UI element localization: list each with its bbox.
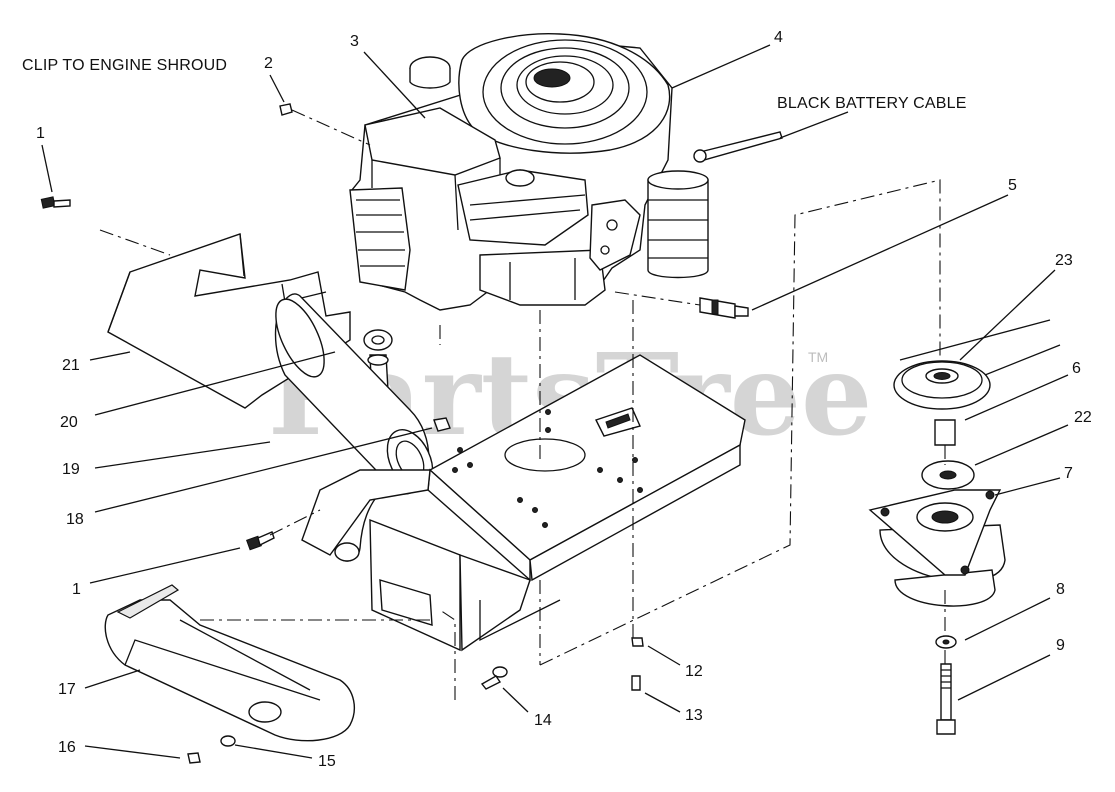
callout-4: 4 <box>774 29 783 46</box>
callout-17: 17 <box>58 681 76 698</box>
washer-part-15 <box>220 735 236 747</box>
clutch-part-7 <box>868 489 1006 607</box>
shaft-part-6 <box>934 419 956 446</box>
frame-plate <box>301 354 746 652</box>
caption-clip-to-engine-shroud: CLIP TO ENGINE SHROUD <box>22 57 227 74</box>
pulley-part-23 <box>893 319 1061 410</box>
callout-19: 19 <box>62 461 80 478</box>
callout-18: 18 <box>66 511 84 528</box>
callout-23: 23 <box>1055 252 1073 269</box>
callout-16: 16 <box>58 739 76 756</box>
nut-part-12 <box>631 637 644 647</box>
callout-1-bottom: 1 <box>72 581 81 598</box>
callout-8: 8 <box>1056 581 1065 598</box>
washer-part-8 <box>935 635 957 649</box>
callout-12: 12 <box>685 663 703 680</box>
callout-1-top: 1 <box>36 125 45 142</box>
bumper-part-17 <box>104 584 356 742</box>
caption-black-battery-cable: BLACK BATTERY CABLE <box>777 95 967 112</box>
callout-2: 2 <box>264 55 273 72</box>
callout-15: 15 <box>318 753 336 770</box>
callout-21: 21 <box>62 357 80 374</box>
clip-part-2 <box>279 103 293 116</box>
nut-part-16 <box>187 752 201 764</box>
callout-14: 14 <box>534 712 552 729</box>
bolt-part-9 <box>936 663 956 735</box>
leader-lines <box>41 44 1069 759</box>
bolt-part-13 <box>631 675 641 691</box>
engine-assembly <box>349 33 783 311</box>
callout-5: 5 <box>1008 177 1017 194</box>
bolt-part-1-bottom <box>246 531 275 551</box>
sensor-part-5 <box>699 297 749 319</box>
watermark-trademark: TM <box>808 349 828 365</box>
callout-20: 20 <box>60 414 78 431</box>
alignment-lines <box>99 109 946 700</box>
callout-22: 22 <box>1074 409 1092 426</box>
callout-6: 6 <box>1072 360 1081 377</box>
callout-13: 13 <box>685 707 703 724</box>
callout-7: 7 <box>1064 465 1073 482</box>
nut-part-18 <box>433 417 451 432</box>
callout-9: 9 <box>1056 637 1065 654</box>
bolt-part-1-top <box>40 196 71 209</box>
callout-3: 3 <box>350 33 359 50</box>
washer-part-22 <box>921 460 975 490</box>
bolt-part-14 <box>480 666 508 690</box>
